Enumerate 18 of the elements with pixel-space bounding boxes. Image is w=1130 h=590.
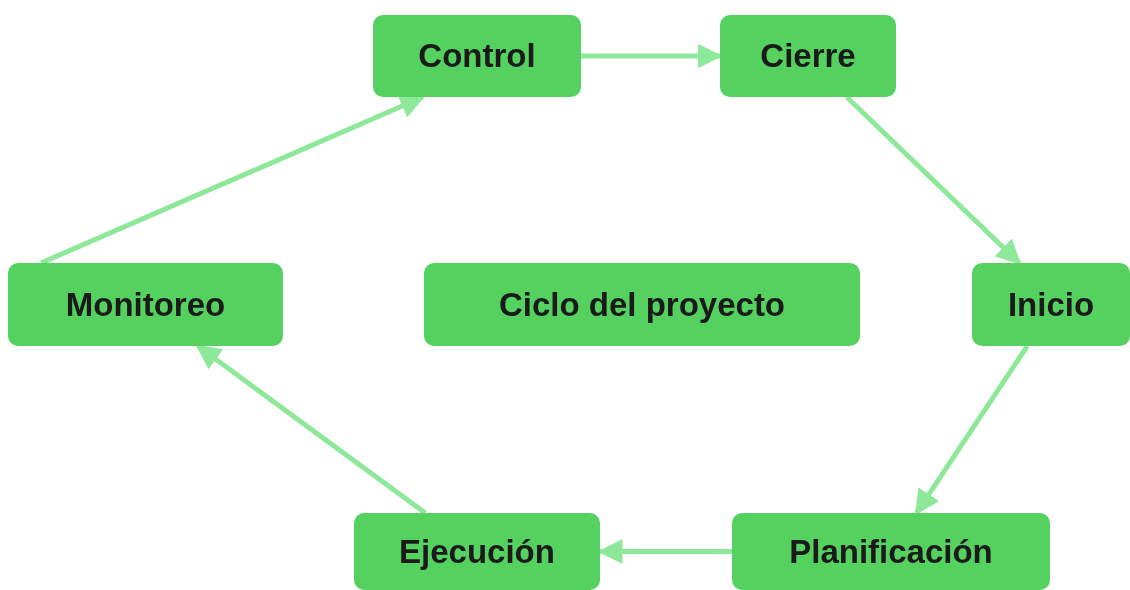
process-box xyxy=(732,513,1050,590)
process-box xyxy=(424,263,860,346)
box-label: Cierre xyxy=(760,37,856,75)
box-label: Monitoreo xyxy=(65,285,226,324)
box-label: Ejecución xyxy=(399,532,555,571)
box-label: Inicio xyxy=(1007,285,1095,324)
box-label: Control xyxy=(418,37,536,75)
arrow xyxy=(40,94,426,266)
process-box xyxy=(8,263,283,346)
box-label: Ciclo del proyecto xyxy=(498,285,786,324)
arrow xyxy=(195,344,427,515)
process-box xyxy=(972,263,1130,346)
arrow xyxy=(845,95,1022,265)
process-box xyxy=(373,15,581,97)
arrow xyxy=(914,344,1030,516)
process-box xyxy=(354,513,600,590)
box-label: Planificación xyxy=(789,532,993,571)
process-box xyxy=(720,15,896,97)
